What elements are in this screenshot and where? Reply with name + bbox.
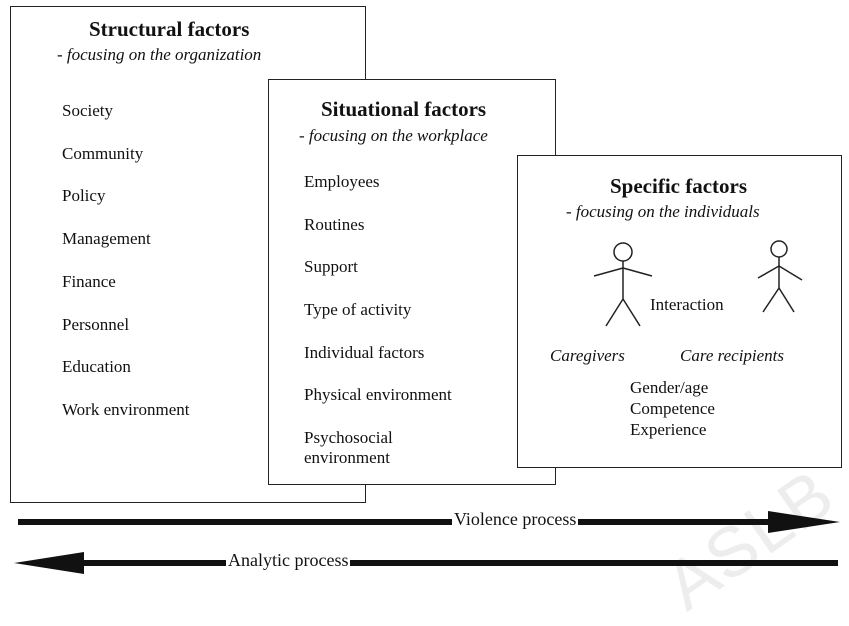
situational-factors-box: Situational factors - focusing on the wo… bbox=[268, 79, 556, 485]
specific-subtitle: - focusing on the individuals bbox=[566, 202, 760, 221]
attribute-competence: Competence bbox=[630, 399, 715, 418]
care-recipients-label: Care recipients bbox=[680, 346, 785, 365]
structural-item: Community bbox=[62, 144, 144, 163]
violence-process-arrow-icon bbox=[18, 511, 840, 533]
specific-factors-box: Specific factors - focusing on the indiv… bbox=[517, 155, 842, 468]
analytic-process-arrow-icon bbox=[14, 552, 838, 574]
situational-title: Situational factors bbox=[321, 97, 487, 121]
structural-item: Education bbox=[62, 357, 131, 376]
structural-title: Structural factors bbox=[89, 17, 250, 41]
process-arrows bbox=[14, 511, 840, 574]
analytic-process-label: Analytic process bbox=[226, 550, 351, 571]
situational-item: Support bbox=[304, 257, 358, 276]
structural-item: Finance bbox=[62, 272, 116, 291]
stick-figures bbox=[593, 240, 803, 327]
caregivers-label: Caregivers bbox=[550, 346, 625, 365]
caregiver-figure-icon bbox=[593, 242, 653, 327]
situational-item: Physical environment bbox=[304, 385, 452, 404]
situational-subtitle: - focusing on the workplace bbox=[299, 126, 488, 145]
attribute-gender-age: Gender/age bbox=[630, 378, 709, 397]
attribute-experience: Experience bbox=[630, 420, 707, 439]
structural-item: Society bbox=[62, 101, 113, 120]
violence-process-label: Violence process bbox=[452, 509, 579, 530]
interaction-label: Interaction bbox=[650, 295, 724, 314]
situational-item: Routines bbox=[304, 215, 365, 234]
structural-item: Work environment bbox=[62, 400, 190, 419]
structural-item: Policy bbox=[62, 186, 106, 205]
care-recipient-figure-icon bbox=[757, 240, 803, 313]
situational-item: Individual factors bbox=[304, 343, 425, 362]
specific-title: Specific factors bbox=[610, 174, 748, 198]
situational-item: Employees bbox=[304, 172, 380, 191]
structural-subtitle: - focusing on the organization bbox=[57, 45, 262, 64]
situational-item: Type of activity bbox=[304, 300, 412, 319]
structural-item: Management bbox=[62, 229, 151, 248]
structural-item: Personnel bbox=[62, 315, 130, 334]
situational-item: Psychosocial environment bbox=[304, 428, 393, 467]
